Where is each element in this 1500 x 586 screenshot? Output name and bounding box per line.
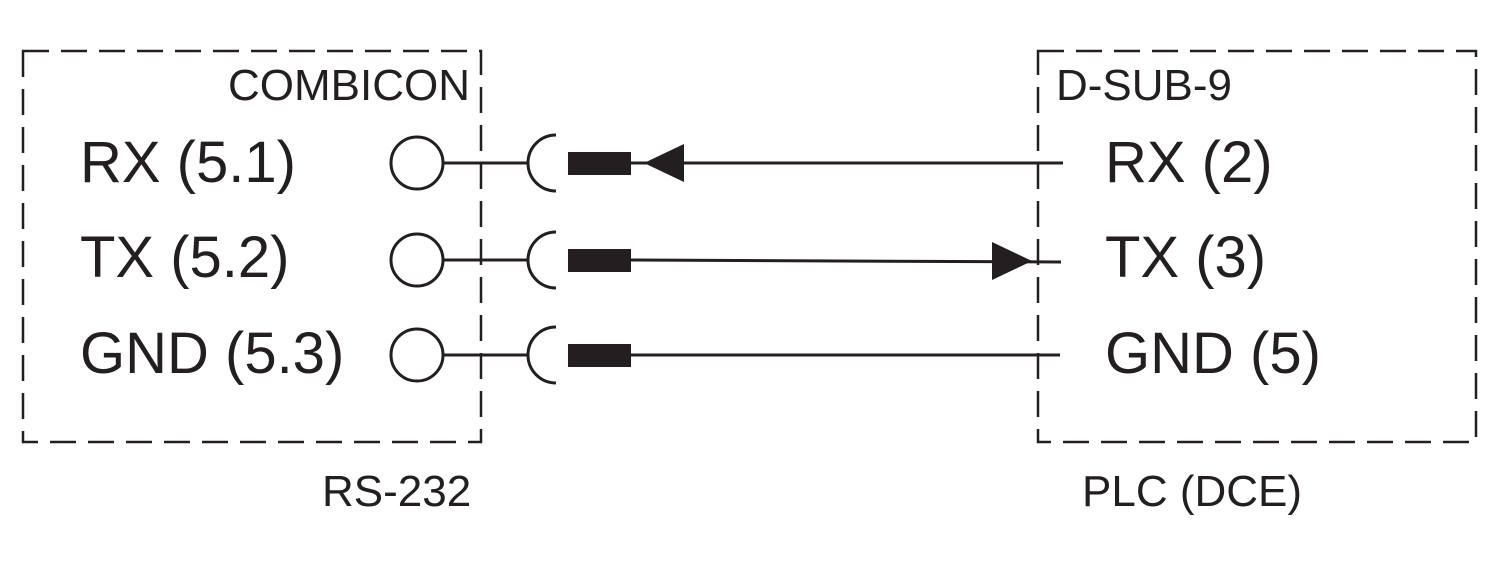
gnd-plug-icon (568, 344, 631, 367)
left-pin-rx: RX (5.1) (80, 130, 296, 195)
left-pin-gnd: GND (5.3) (80, 321, 344, 386)
gnd-socket-icon (526, 325, 557, 385)
dsub9-box (1036, 49, 1478, 444)
rx-socket-icon (526, 133, 557, 193)
tx-cable (630, 258, 1062, 264)
tx-socket-icon (526, 230, 557, 290)
right-pin-tx: TX (3) (1105, 225, 1266, 290)
tx-arrow-right-icon (992, 242, 1032, 280)
rs232-label: RS-232 (322, 467, 471, 516)
rx-plug-icon (568, 152, 631, 175)
dsub9-label: D-SUB-9 (1056, 61, 1232, 110)
rx-connection (389, 133, 1063, 193)
rx-arrow-left-icon (644, 144, 684, 182)
gnd-connection (389, 325, 1060, 385)
rx-terminal-icon (389, 135, 445, 191)
tx-connection (389, 230, 1062, 290)
tx-terminal-icon (389, 232, 445, 288)
combicon-box (21, 49, 483, 444)
combicon-label: COMBICON (228, 61, 470, 110)
gnd-terminal-icon (389, 327, 445, 383)
right-pin-rx: RX (2) (1105, 130, 1273, 195)
left-pin-tx: TX (5.2) (80, 225, 290, 290)
tx-plug-icon (568, 249, 631, 272)
right-pin-gnd: GND (5) (1105, 321, 1321, 386)
plc-dce-label: PLC (DCE) (1082, 467, 1302, 516)
